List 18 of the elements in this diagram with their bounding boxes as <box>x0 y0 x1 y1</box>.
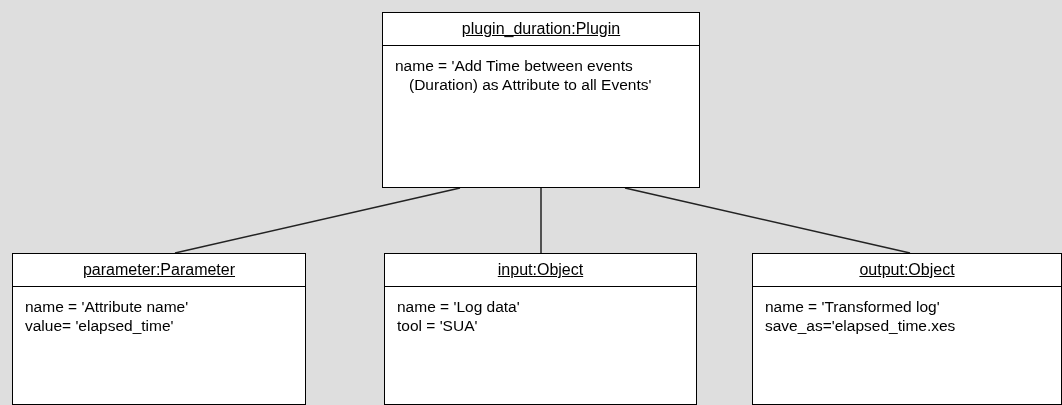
object-box <box>384 253 697 405</box>
connector-line <box>540 187 542 254</box>
attribute-text: save_as='elapsed_time.xes <box>765 316 957 335</box>
object-name: plugin_duration:Plugin <box>461 20 621 37</box>
object-box <box>382 12 700 188</box>
connector-line <box>624 187 911 254</box>
object-box <box>752 253 1062 405</box>
object-name: output:Object <box>859 261 955 278</box>
attribute-text: name = 'Transformed log' <box>765 297 941 316</box>
attribute-text: name = 'Log data' <box>397 297 521 316</box>
object-name: parameter:Parameter <box>82 261 236 278</box>
attribute-text: name = 'Attribute name' <box>25 297 190 316</box>
attribute-text: tool = 'SUA' <box>397 316 479 335</box>
object-box <box>12 253 306 405</box>
object-name: input:Object <box>497 261 584 278</box>
connector-line <box>174 187 461 254</box>
attribute-text: name = 'Add Time between events (Duration) as Attribute to all Events' <box>395 56 653 94</box>
attribute-text: value= 'elapsed_time' <box>25 316 175 335</box>
